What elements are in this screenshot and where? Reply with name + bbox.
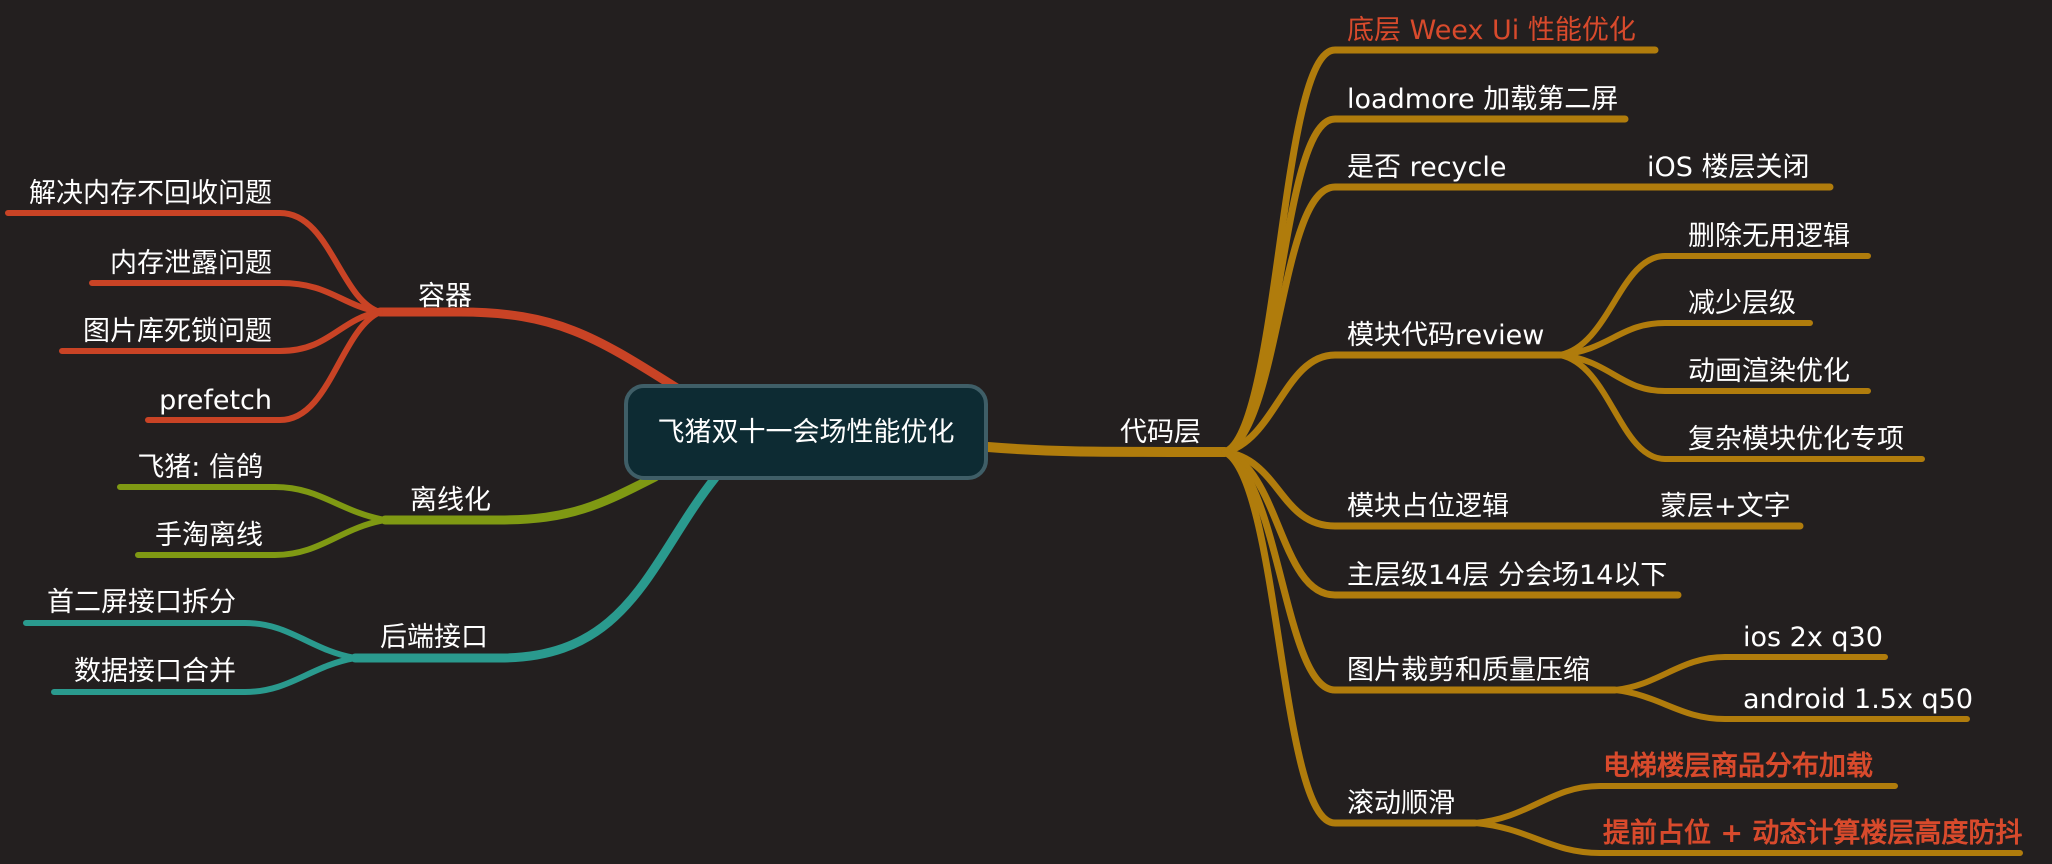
container-branch	[5, 210, 685, 423]
code-branch	[983, 46, 2023, 856]
code-link-scroll	[1221, 448, 1479, 827]
review-link-3	[1557, 352, 1871, 394]
code-layer-label[interactable]: 代码层	[1120, 417, 1201, 448]
recycle-label[interactable]: 是否 recycle	[1347, 152, 1506, 183]
offline-item-1[interactable]: 飞猪: 信鸽	[137, 452, 263, 483]
root-label: 飞猪双十一会场性能优化	[658, 417, 955, 448]
backend-link-1	[23, 620, 358, 661]
container-link-4	[145, 309, 383, 423]
scroll-item-2[interactable]: 提前占位 + 动态计算楼层高度防抖	[1603, 817, 2022, 849]
backend-link-2	[51, 655, 358, 695]
offline-link-2	[135, 517, 388, 558]
root-node[interactable]: 飞猪双十一会场性能优化	[624, 384, 988, 480]
root-box	[624, 384, 988, 480]
backend-item-2[interactable]: 数据接口合并	[74, 656, 236, 687]
container-link-3	[59, 309, 383, 354]
container-link-2	[89, 280, 383, 315]
backend-item-1[interactable]: 首二屏接口拆分	[47, 587, 236, 618]
review-link-4	[1557, 352, 1925, 462]
offline-label[interactable]: 离线化	[410, 485, 491, 516]
image-link-2	[1612, 687, 1970, 722]
code-link-placeholder	[1221, 448, 1804, 530]
scroll-item-1[interactable]: 电梯楼层商品分布加载	[1603, 751, 1873, 782]
backend-trunk	[350, 473, 720, 663]
review-item-4[interactable]: 复杂模块优化专项	[1688, 424, 1904, 455]
code-link-recycle	[1221, 183, 1834, 456]
scroll-link-1	[1472, 783, 1898, 826]
weex-label[interactable]: 底层 Weex Ui 性能优化	[1347, 15, 1636, 46]
offline-item-2[interactable]: 手淘离线	[155, 520, 263, 551]
offline-branch	[117, 472, 660, 558]
placeholder-child[interactable]: 蒙层+文字	[1660, 491, 1791, 522]
review-link-2	[1557, 320, 1813, 358]
review-item-3[interactable]: 动画渲染优化	[1688, 356, 1850, 387]
container-item-3[interactable]: 图片库死锁问题	[83, 316, 272, 347]
review-link-1	[1557, 253, 1871, 358]
code-link-review	[1221, 351, 1564, 456]
container-label[interactable]: 容器	[418, 281, 472, 312]
scroll-label[interactable]: 滚动顺滑	[1347, 788, 1455, 819]
container-item-2[interactable]: 内存泄露问题	[110, 248, 272, 279]
recycle-child[interactable]: iOS 楼层关闭	[1647, 152, 1809, 183]
image-label[interactable]: 图片裁剪和质量压缩	[1347, 655, 1590, 686]
container-link-1	[5, 210, 383, 315]
container-item-4[interactable]: prefetch	[159, 385, 272, 416]
image-item-1[interactable]: ios 2x q30	[1743, 622, 1883, 653]
code-link-levels	[1221, 448, 1682, 599]
backend-branch	[23, 473, 720, 695]
offline-trunk	[380, 472, 660, 525]
backend-label[interactable]: 后端接口	[380, 622, 488, 653]
scroll-link-2	[1472, 820, 2023, 856]
review-label[interactable]: 模块代码review	[1347, 320, 1544, 351]
loadmore-label[interactable]: loadmore 加载第二屏	[1347, 84, 1618, 115]
code-trunk	[983, 442, 1230, 457]
image-link-1	[1612, 654, 1888, 693]
container-trunk	[375, 307, 685, 395]
image-item-2[interactable]: android 1.5x q50	[1743, 684, 1973, 715]
placeholder-label[interactable]: 模块占位逻辑	[1347, 491, 1509, 522]
offline-link-1	[117, 484, 388, 523]
container-item-1[interactable]: 解决内存不回收问题	[29, 178, 272, 209]
levels-label[interactable]: 主层级14层 分会场14以下	[1347, 560, 1667, 591]
review-item-1[interactable]: 删除无用逻辑	[1688, 221, 1850, 252]
review-item-2[interactable]: 减少层级	[1688, 288, 1796, 319]
